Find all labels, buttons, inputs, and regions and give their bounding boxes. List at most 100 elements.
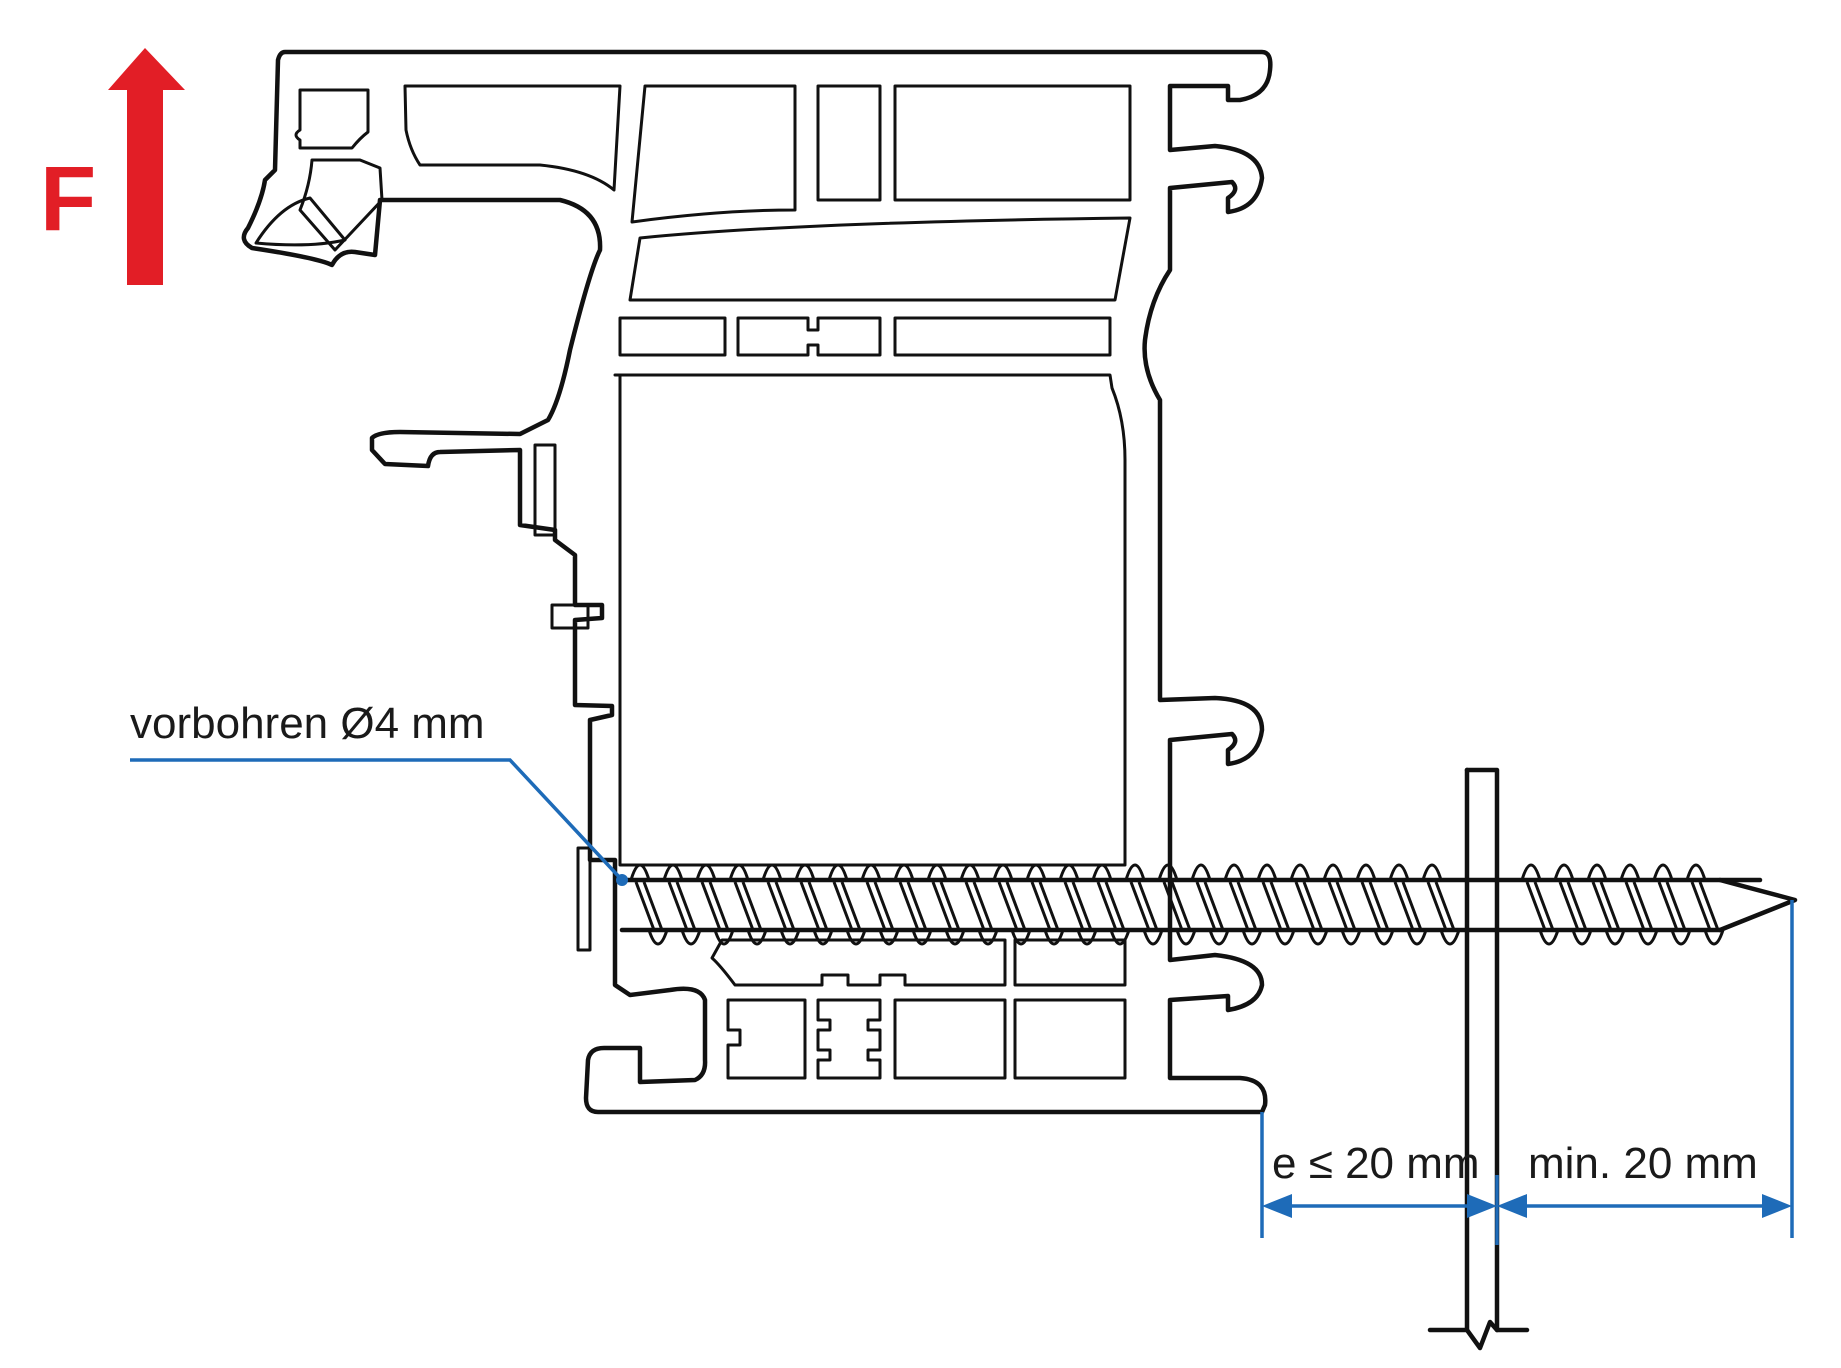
thread-flank — [1294, 881, 1324, 931]
thread-root — [1043, 929, 1065, 946]
frame-profile — [241, 49, 1273, 1115]
thread-flank — [700, 881, 730, 931]
thread-crest — [893, 863, 915, 881]
thread-flank — [766, 881, 796, 931]
thread-crest — [1652, 863, 1674, 881]
thread-root — [1373, 929, 1395, 946]
thread-crest — [1619, 863, 1641, 881]
thread-flank — [1558, 881, 1588, 931]
thread-root — [977, 929, 999, 946]
thread-root — [647, 929, 669, 946]
thread-crest — [1124, 863, 1146, 881]
thread-flank — [1228, 881, 1258, 931]
thread-flank — [865, 881, 895, 931]
thread-crest — [695, 863, 717, 881]
thread-crest — [1025, 863, 1047, 881]
thread-crest — [827, 863, 849, 881]
thread-flank — [1162, 881, 1192, 931]
thread-root — [680, 929, 702, 946]
thread-root — [1406, 929, 1428, 946]
screw — [619, 863, 1798, 946]
force-arrow: F — [40, 48, 185, 285]
thread-flank — [1360, 881, 1390, 931]
dimensions: e ≤ 20 mm min. 20 mm — [1260, 900, 1794, 1245]
thread-flank — [1030, 881, 1060, 931]
thread-flank — [634, 881, 664, 931]
thread-crest — [1058, 863, 1080, 881]
thread-flank — [1261, 881, 1291, 931]
thread-root — [1076, 929, 1098, 946]
thread-root — [1241, 929, 1263, 946]
thread-root — [1175, 929, 1197, 946]
thread-flank — [1393, 881, 1423, 931]
thread-flank — [931, 881, 961, 931]
thread-crest — [992, 863, 1014, 881]
arrow-left-icon — [1262, 1194, 1292, 1218]
thread-flank — [1624, 881, 1654, 931]
predrill-annotation: vorbohren Ø4 mm — [130, 699, 628, 886]
thread-flank — [1657, 881, 1687, 931]
thread-root — [1538, 929, 1560, 946]
thread-flank — [1096, 881, 1126, 931]
force-label: F — [40, 148, 96, 250]
thread-crest — [794, 863, 816, 881]
thread-crest — [1586, 863, 1608, 881]
predrill-point-icon — [616, 874, 628, 886]
thread-crest — [1157, 863, 1179, 881]
thread-root — [845, 929, 867, 946]
thread-root — [1604, 929, 1626, 946]
thread-root — [878, 929, 900, 946]
thread-flank — [964, 881, 994, 931]
thread-flank — [1195, 881, 1225, 931]
thread-crest — [1421, 863, 1443, 881]
thread-crest — [629, 863, 651, 881]
thread-crest — [1355, 863, 1377, 881]
thread-crest — [1388, 863, 1410, 881]
thread-root — [779, 929, 801, 946]
thread-crest — [761, 863, 783, 881]
thread-root — [1142, 929, 1164, 946]
predrill-label: vorbohren Ø4 mm — [130, 699, 485, 748]
thread-crest — [1553, 863, 1575, 881]
thread-crest — [959, 863, 981, 881]
thread-crest — [1091, 863, 1113, 881]
thread-flank — [1063, 881, 1093, 931]
thread-crest — [1520, 863, 1542, 881]
thread-flank — [997, 881, 1027, 931]
thread-flank — [667, 881, 697, 931]
thread-crest — [926, 863, 948, 881]
thread-crest — [1190, 863, 1212, 881]
thread-crest — [1685, 863, 1707, 881]
thread-root — [944, 929, 966, 946]
thread-flank — [1591, 881, 1621, 931]
thread-flank — [1690, 881, 1720, 931]
thread-flank — [1327, 881, 1357, 931]
thread-root — [713, 929, 735, 946]
thread-crest — [1223, 863, 1245, 881]
thread-flank — [1525, 881, 1555, 931]
predrill-leader-line — [130, 758, 624, 882]
thread-root — [911, 929, 933, 946]
thread-root — [1670, 929, 1692, 946]
thread-flank — [832, 881, 862, 931]
thread-root — [746, 929, 768, 946]
thread-root — [1274, 929, 1296, 946]
thread-crest — [860, 863, 882, 881]
thread-flank — [733, 881, 763, 931]
thread-root — [1208, 929, 1230, 946]
thread-flank — [1426, 881, 1456, 931]
thread-crest — [1289, 863, 1311, 881]
arrow-left-icon — [1497, 1194, 1527, 1218]
edge-distance-label: e ≤ 20 mm — [1272, 1139, 1480, 1188]
thread-crest — [1256, 863, 1278, 881]
wall-section — [1427, 767, 1530, 1351]
thread-root — [1571, 929, 1593, 946]
thread-root — [1703, 929, 1725, 946]
thread-root — [1340, 929, 1362, 946]
thread-root — [1439, 929, 1461, 946]
thread-root — [1010, 929, 1032, 946]
thread-root — [1637, 929, 1659, 946]
thread-root — [812, 929, 834, 946]
force-arrow-icon — [108, 48, 185, 285]
